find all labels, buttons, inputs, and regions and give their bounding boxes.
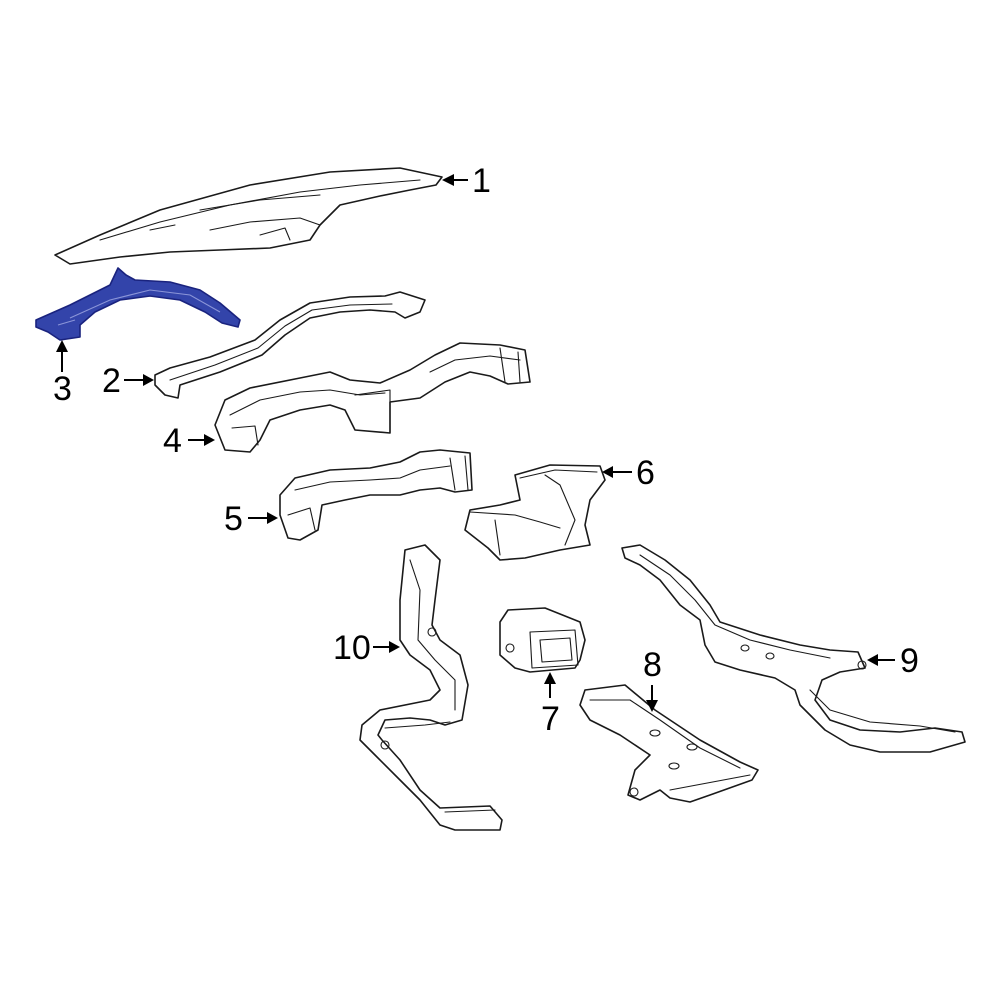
callout-7-label: 7 [541, 700, 560, 738]
part-6-outlet-housing[interactable] [464, 464, 606, 561]
part-10-vertical-duct[interactable] [359, 544, 503, 831]
callout-6-label: 6 [636, 454, 655, 492]
callout-2-label: 2 [102, 362, 121, 400]
part-1-main-duct[interactable] [54, 167, 443, 265]
part-8-floor-duct[interactable] [579, 684, 759, 803]
callout-6: 6 [602, 454, 655, 492]
callout-9: 9 [867, 642, 919, 680]
callout-8: 8 [643, 646, 662, 712]
part-3-highlighted-duct[interactable] [35, 267, 241, 341]
callout-2: 2 [102, 362, 154, 400]
part-5-duct[interactable] [279, 449, 473, 541]
callout-3: 3 [53, 340, 72, 408]
callout-3-label: 3 [53, 370, 72, 408]
callout-8-label: 8 [643, 646, 662, 684]
callout-1-label: 1 [472, 162, 491, 200]
part-4-long-duct[interactable] [214, 342, 531, 453]
part-7-vent[interactable] [499, 607, 586, 673]
callout-9-label: 9 [900, 642, 919, 680]
part-2-duct-channel[interactable] [154, 291, 426, 399]
callout-4-label: 4 [163, 422, 182, 460]
part-9-right-duct[interactable] [621, 544, 966, 753]
callout-4: 4 [163, 422, 215, 460]
callout-1: 1 [442, 162, 491, 200]
callout-7: 7 [541, 672, 560, 738]
callout-5-label: 5 [224, 500, 243, 538]
callout-10: 10 [333, 629, 400, 667]
callout-10-label: 10 [333, 629, 371, 667]
callout-5: 5 [224, 500, 278, 538]
